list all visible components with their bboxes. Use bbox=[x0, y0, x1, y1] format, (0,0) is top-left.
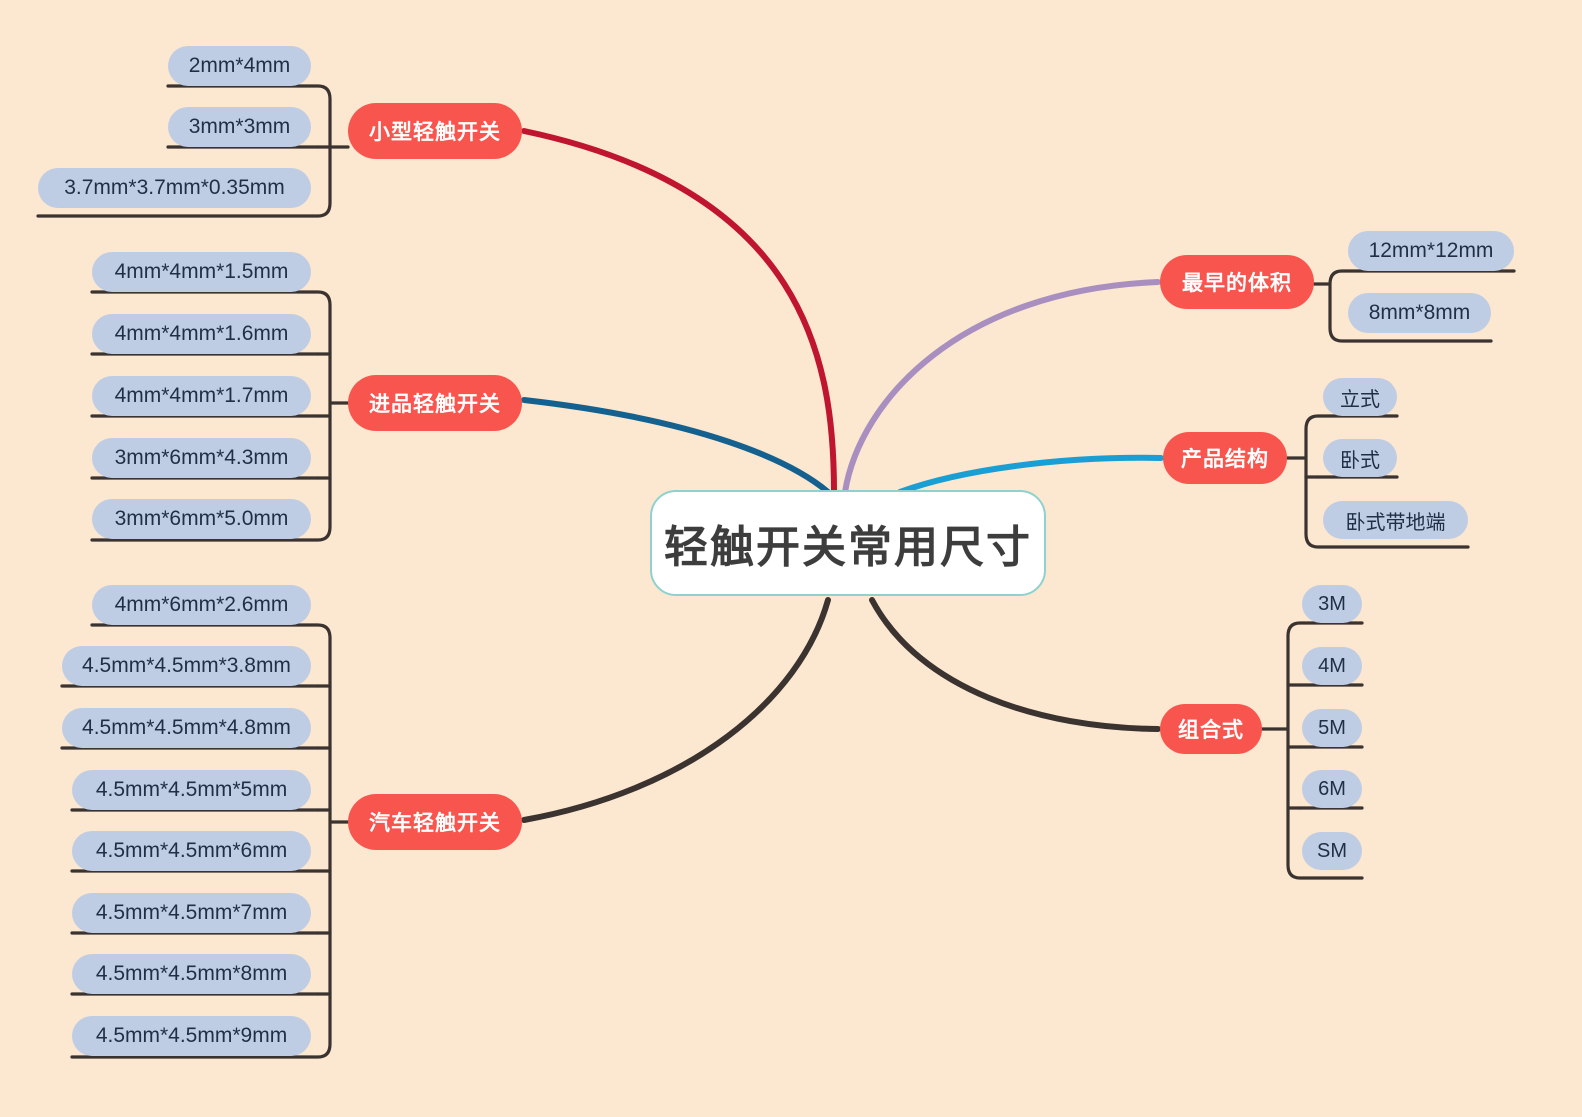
branch-product-structure[interactable]: 产品结构 bbox=[1163, 432, 1287, 484]
leaf-item[interactable]: 4mm*4mm*1.5mm bbox=[92, 252, 311, 292]
leaf-label: 3M bbox=[1318, 592, 1346, 615]
leaf-item[interactable]: 3mm*3mm bbox=[168, 107, 311, 147]
connector-imported-tact-switch bbox=[521, 397, 831, 495]
leaf-item[interactable]: 卧式带地端 bbox=[1323, 501, 1468, 539]
connector-earliest-volume bbox=[842, 279, 1161, 495]
leaf-label: 3.7mm*3.7mm*0.35mm bbox=[64, 176, 285, 199]
leaf-item[interactable]: 6M bbox=[1302, 770, 1362, 808]
leaf-label: 4.5mm*4.5mm*8mm bbox=[95, 962, 288, 985]
leaf-item[interactable]: 4.5mm*4.5mm*5mm bbox=[72, 770, 311, 810]
leaf-item[interactable]: 4mm*4mm*1.7mm bbox=[92, 376, 311, 416]
branch-label: 小型轻触开关 bbox=[369, 121, 501, 144]
connector-product-structure bbox=[897, 454, 1164, 495]
leaf-label: 4.5mm*4.5mm*4.8mm bbox=[82, 716, 291, 739]
leaf-item[interactable]: 5M bbox=[1302, 709, 1362, 747]
branch-label: 最早的体积 bbox=[1182, 272, 1292, 295]
leaf-label: SM bbox=[1317, 839, 1347, 862]
leaf-label: 卧式 bbox=[1340, 449, 1380, 472]
leaf-label: 4mm*4mm*1.6mm bbox=[114, 322, 289, 345]
leaf-label: 4mm*4mm*1.5mm bbox=[114, 260, 289, 283]
leaf-label: 4.5mm*4.5mm*3.8mm bbox=[82, 654, 291, 677]
leaf-label: 4M bbox=[1318, 654, 1346, 677]
branch-label: 汽车轻触开关 bbox=[369, 812, 501, 835]
leaf-item[interactable]: 8mm*8mm bbox=[1348, 293, 1491, 333]
leaf-label: 5M bbox=[1318, 716, 1346, 739]
leaf-label: 4mm*6mm*2.6mm bbox=[114, 593, 289, 616]
leaf-label: 3mm*3mm bbox=[188, 115, 291, 138]
leaf-item[interactable]: 4.5mm*4.5mm*8mm bbox=[72, 954, 311, 994]
leaf-item[interactable]: SM bbox=[1302, 832, 1362, 870]
leaf-item[interactable]: 4.5mm*4.5mm*3.8mm bbox=[62, 646, 311, 686]
leaf-label: 2mm*4mm bbox=[188, 54, 291, 77]
leaf-label: 3mm*6mm*4.3mm bbox=[114, 446, 289, 469]
connector-small-tact-switch bbox=[521, 128, 837, 495]
connector-combination-type bbox=[869, 597, 1161, 732]
leaf-item[interactable]: 4.5mm*4.5mm*4.8mm bbox=[62, 708, 311, 748]
leaf-item[interactable]: 12mm*12mm bbox=[1348, 231, 1514, 271]
central-topic-label: 轻触开关常用尺寸 bbox=[664, 523, 1032, 572]
leaf-label: 6M bbox=[1318, 777, 1346, 800]
leaf-item[interactable]: 3.7mm*3.7mm*0.35mm bbox=[38, 168, 311, 208]
leaf-label: 卧式带地端 bbox=[1345, 511, 1446, 534]
leaf-item[interactable]: 3mm*6mm*4.3mm bbox=[92, 438, 311, 478]
branch-label: 进品轻触开关 bbox=[369, 393, 501, 416]
branch-imported-tact-switch[interactable]: 进品轻触开关 bbox=[348, 375, 522, 431]
leaf-item[interactable]: 卧式 bbox=[1323, 439, 1397, 477]
leaf-label: 4mm*4mm*1.7mm bbox=[114, 384, 289, 407]
branch-automotive-tact-switch[interactable]: 汽车轻触开关 bbox=[348, 794, 522, 850]
leaf-label: 4.5mm*4.5mm*7mm bbox=[95, 901, 288, 924]
leaf-label: 4.5mm*4.5mm*9mm bbox=[95, 1024, 288, 1047]
leaf-item[interactable]: 4mm*4mm*1.6mm bbox=[92, 314, 311, 354]
branch-label: 产品结构 bbox=[1181, 448, 1269, 471]
leaf-item[interactable]: 3mm*6mm*5.0mm bbox=[92, 499, 311, 539]
leaf-label: 3mm*6mm*5.0mm bbox=[114, 507, 289, 530]
connector-automotive-tact-switch bbox=[521, 597, 831, 823]
central-topic[interactable]: 轻触开关常用尺寸 bbox=[650, 490, 1046, 596]
branch-earliest-volume[interactable]: 最早的体积 bbox=[1160, 255, 1314, 309]
leaf-item[interactable]: 4.5mm*4.5mm*7mm bbox=[72, 893, 311, 933]
leaf-item[interactable]: 2mm*4mm bbox=[168, 46, 311, 86]
leaf-label: 8mm*8mm bbox=[1368, 301, 1471, 324]
leaf-item[interactable]: 4M bbox=[1302, 647, 1362, 685]
leaf-label: 4.5mm*4.5mm*5mm bbox=[95, 778, 288, 801]
leaf-label: 12mm*12mm bbox=[1368, 239, 1494, 262]
leaf-item[interactable]: 3M bbox=[1302, 585, 1362, 623]
leaf-item[interactable]: 立式 bbox=[1323, 378, 1397, 416]
branch-label: 组合式 bbox=[1178, 719, 1244, 742]
branch-combination-type[interactable]: 组合式 bbox=[1160, 704, 1262, 754]
leaf-item[interactable]: 4.5mm*4.5mm*9mm bbox=[72, 1016, 311, 1056]
branch-small-tact-switch[interactable]: 小型轻触开关 bbox=[348, 103, 522, 159]
leaf-item[interactable]: 4mm*6mm*2.6mm bbox=[92, 585, 311, 625]
leaf-label: 立式 bbox=[1340, 388, 1380, 411]
leaf-label: 4.5mm*4.5mm*6mm bbox=[95, 839, 288, 862]
leaf-item[interactable]: 4.5mm*4.5mm*6mm bbox=[72, 831, 311, 871]
